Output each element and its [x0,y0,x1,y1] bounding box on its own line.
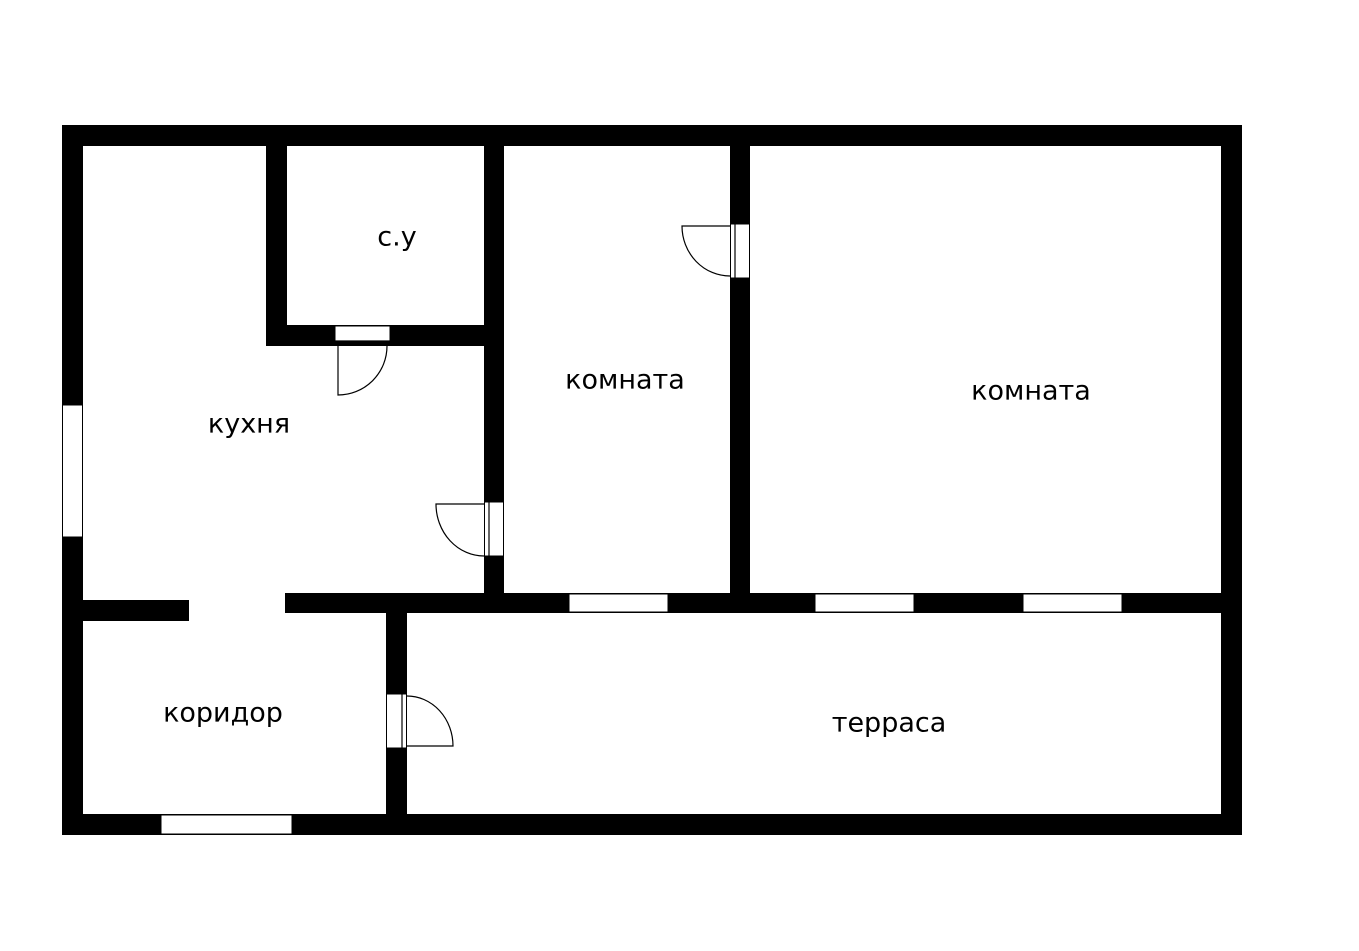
bathroom-wall-left [266,146,287,346]
windows [62,404,1123,835]
corridor-stub-wall [83,600,189,621]
door-rooms [681,223,750,279]
label-bathroom: с.у [377,222,416,253]
kitchen-room-wall [484,146,504,613]
terrace-wall-top [285,593,1230,613]
door-kitchen-room [435,501,504,557]
rooms-divider-wall [730,146,750,606]
walls [62,125,1242,835]
doors [334,223,750,749]
window-room-2-a [814,593,915,613]
outer-wall-right [1221,125,1242,835]
door-bathroom [334,325,391,396]
window-room-2-b [1022,593,1123,613]
door-terrace [386,693,454,749]
label-kitchen: кухня [208,409,290,440]
label-room-1: комната [565,365,685,396]
label-room-2: комната [971,376,1091,407]
window-kitchen [62,404,83,538]
outer-wall-top [62,125,1242,146]
window-room-1 [568,593,669,613]
window-corridor [160,814,293,835]
label-terrace: терраса [832,708,947,739]
label-corridor: коридор [163,698,283,729]
room-labels: с.у кухня комната комната коридор террас… [163,222,1091,739]
outer-wall-bottom [62,814,1242,835]
